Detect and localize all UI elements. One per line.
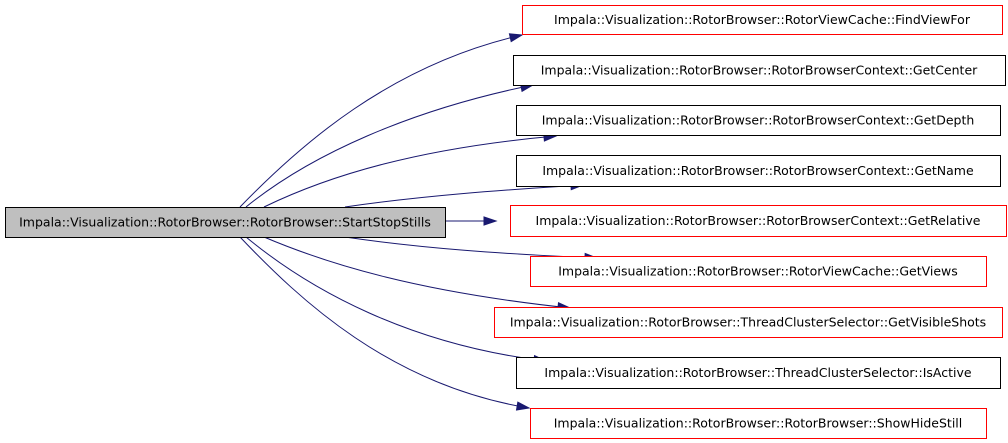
callee-function-node-label: Impala::Visualization::RotorBrowser::Thr… bbox=[544, 365, 972, 380]
callee-function-node-label: Impala::Visualization::RotorBrowser::Rot… bbox=[554, 12, 971, 27]
callee-function-node-box bbox=[516, 357, 1001, 389]
call-nodes: Impala::Visualization::RotorBrowser::Rot… bbox=[5, 5, 1007, 439]
root-function-node[interactable]: Impala::Visualization::RotorBrowser::Rot… bbox=[5, 207, 446, 238]
callee-function-node-label: Impala::Visualization::RotorBrowser::Rot… bbox=[558, 264, 958, 279]
call-edge-line bbox=[263, 135, 557, 208]
call-edge-line bbox=[245, 236, 547, 362]
call-edge bbox=[245, 82, 535, 208]
call-edge bbox=[239, 33, 524, 208]
callee-function-node[interactable]: Impala::Visualization::RotorBrowser::Rot… bbox=[516, 105, 1001, 136]
call-edge-line bbox=[239, 34, 523, 208]
callee-function-node-box bbox=[522, 5, 1003, 35]
callee-function-node-box bbox=[510, 205, 1007, 237]
call-edge-line bbox=[245, 84, 534, 208]
call-edge bbox=[239, 236, 531, 411]
callee-function-node[interactable]: Impala::Visualization::RotorBrowser::Rot… bbox=[513, 55, 1006, 86]
call-edge bbox=[245, 236, 548, 365]
callee-function-node[interactable]: Impala::Visualization::RotorBrowser::Rot… bbox=[510, 205, 1007, 237]
call-edge-line bbox=[263, 236, 571, 309]
call-edge bbox=[445, 216, 498, 226]
callee-function-node-box bbox=[494, 307, 1003, 338]
callee-function-node-label: Impala::Visualization::RotorBrowser::Rot… bbox=[541, 63, 978, 78]
callee-function-node[interactable]: Impala::Visualization::RotorBrowser::Rot… bbox=[516, 155, 1001, 187]
root-function-node-label: Impala::Visualization::RotorBrowser::Rot… bbox=[19, 215, 431, 230]
callee-function-node-box bbox=[513, 55, 1006, 86]
callee-function-node-label: Impala::Visualization::RotorBrowser::Rot… bbox=[542, 113, 975, 128]
callee-function-node[interactable]: Impala::Visualization::RotorBrowser::Thr… bbox=[516, 357, 1001, 389]
callee-function-node[interactable]: Impala::Visualization::RotorBrowser::Rot… bbox=[530, 408, 987, 439]
callee-function-node[interactable]: Impala::Visualization::RotorBrowser::Rot… bbox=[530, 256, 987, 287]
callee-function-node-label: Impala::Visualization::RotorBrowser::Rot… bbox=[536, 213, 981, 228]
arrow-head-icon bbox=[515, 401, 531, 411]
callee-function-node-label: Impala::Visualization::RotorBrowser::Rot… bbox=[542, 163, 974, 178]
call-edge-line bbox=[344, 236, 598, 259]
arrow-head-icon bbox=[508, 33, 524, 43]
call-edge-line bbox=[239, 236, 530, 409]
callee-function-node-box bbox=[530, 256, 987, 287]
callee-function-node-label: Impala::Visualization::RotorBrowser::Rot… bbox=[554, 416, 963, 431]
root-function-node-box bbox=[5, 207, 446, 238]
callee-function-node-box bbox=[530, 408, 987, 439]
callee-function-node-box bbox=[516, 155, 1001, 187]
arrow-head-icon bbox=[483, 216, 498, 226]
callee-function-node[interactable]: Impala::Visualization::RotorBrowser::Thr… bbox=[494, 307, 1003, 338]
call-edge bbox=[263, 236, 572, 312]
callee-function-node[interactable]: Impala::Visualization::RotorBrowser::Rot… bbox=[522, 5, 1003, 35]
callee-function-node-label: Impala::Visualization::RotorBrowser::Thr… bbox=[510, 315, 986, 330]
callee-function-node-box bbox=[516, 105, 1001, 136]
call-edge-line bbox=[344, 184, 584, 208]
